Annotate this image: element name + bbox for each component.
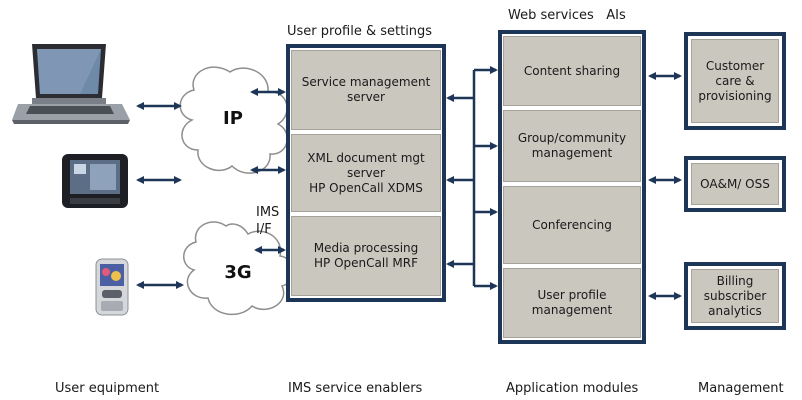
3g-cloud-label: 3G	[224, 262, 251, 283]
user-profile-management-box: User profile management	[503, 268, 641, 338]
ip-cloud-label: IP	[223, 108, 243, 129]
content-sharing-box: Content sharing	[503, 36, 641, 106]
footer-ims-service-enablers: IMS service enablers	[288, 381, 423, 396]
tablet-icon	[60, 152, 130, 210]
group-community-management-box: Group/community management	[503, 110, 641, 182]
footer-user-equipment: User equipment	[55, 381, 160, 396]
laptop-icon	[10, 40, 130, 130]
ims-top-label: User profile & settings	[287, 24, 433, 39]
customer-care-box: Customer care & provisioning	[691, 39, 779, 123]
ip-cloud	[179, 66, 288, 174]
customer-care-panel: Customer care & provisioning	[684, 32, 786, 130]
mobile-phone-icon	[94, 258, 130, 316]
billing-box: Billing subscriber analytics	[691, 269, 779, 323]
footer-application-modules: Application modules	[506, 381, 639, 396]
app-top-label: Web services AIs	[508, 8, 626, 23]
oam-oss-box: OA&M/ OSS	[691, 163, 779, 205]
conferencing-box: Conferencing	[503, 186, 641, 264]
footer-management: Management	[698, 381, 784, 396]
billing-panel: Billing subscriber analytics	[684, 262, 786, 330]
ims-if-label: IMS I/F	[256, 205, 280, 237]
xml-document-server-box: XML document mgt server HP OpenCall XDMS	[291, 134, 441, 212]
media-processing-box: Media processing HP OpenCall MRF	[291, 216, 441, 296]
oam-oss-panel: OA&M/ OSS	[684, 156, 786, 212]
service-management-server-box: Service management server	[291, 50, 441, 130]
